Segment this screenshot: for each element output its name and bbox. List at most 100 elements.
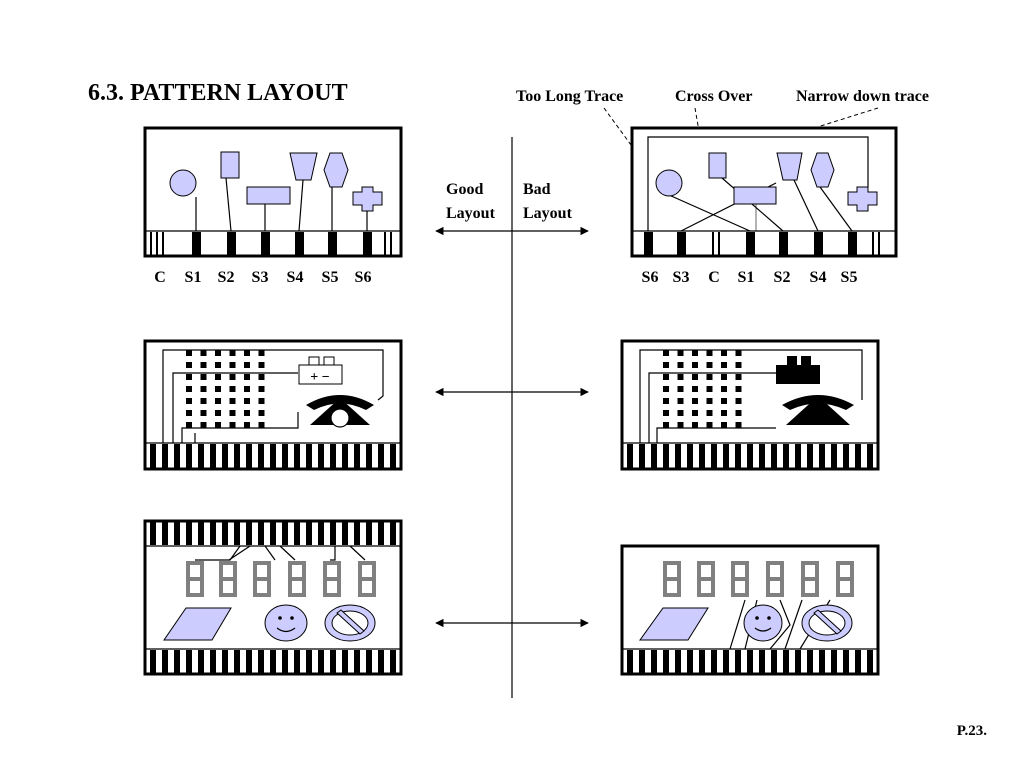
- digit-segment: [323, 561, 341, 565]
- pin-bar: [306, 650, 312, 673]
- smiley-icon: [264, 604, 308, 642]
- digit-segment: [697, 593, 715, 597]
- connector-strip-bottom: [150, 650, 396, 673]
- pin-bar: [644, 232, 653, 255]
- digit-segment: [677, 579, 681, 597]
- matrix-dot: [229, 410, 236, 416]
- pin-bar: [712, 232, 714, 255]
- pin-bar: [867, 650, 873, 673]
- pin-bar: [651, 444, 657, 468]
- matrix-dot: [229, 422, 236, 428]
- matrix-dot: [200, 374, 207, 380]
- pin-bar: [261, 232, 270, 255]
- digit-segment: [253, 593, 271, 597]
- digit-segment: [711, 579, 715, 597]
- matrix-dot: [735, 398, 742, 404]
- pin-bar: [354, 522, 360, 545]
- matrix-dot: [663, 386, 669, 392]
- digit-segment: [697, 561, 715, 565]
- pin-bar: [150, 650, 156, 673]
- digit-segment: [836, 593, 854, 597]
- digit-segment: [288, 577, 306, 581]
- digit-segment: [663, 577, 681, 581]
- callout-arrow-too-long: [603, 107, 643, 161]
- pin-bar: [282, 522, 288, 545]
- pin-bar: [162, 522, 168, 545]
- matrix-dot: [677, 398, 684, 404]
- pin-bar: [735, 444, 741, 468]
- center-divider: Good Layout Bad Layout: [435, 137, 589, 698]
- matrix-dot: [692, 350, 698, 356]
- pin-bar: [747, 650, 753, 673]
- pin-bar: [174, 522, 180, 545]
- matrix-dot: [706, 398, 713, 404]
- matrix-dot: [258, 398, 265, 404]
- digit-segment: [219, 561, 223, 579]
- digit-segment: [766, 579, 770, 597]
- matrix-dot: [692, 422, 698, 428]
- matrix-dot: [244, 386, 250, 392]
- pin-bar: [867, 444, 873, 468]
- pin-bar: [318, 522, 324, 545]
- pin-bar: [675, 650, 681, 673]
- pin-bar: [342, 650, 348, 673]
- pin-bar: [234, 522, 240, 545]
- matrix-dot: [258, 350, 265, 356]
- pin-bar: [779, 232, 788, 255]
- pin-bar: [366, 650, 372, 673]
- pin-bar: [198, 650, 204, 673]
- matrix-dot: [200, 350, 207, 356]
- pin-bar: [318, 650, 324, 673]
- pin-bar: [872, 232, 874, 255]
- digit-segment: [186, 561, 204, 565]
- digit-segment: [745, 579, 749, 597]
- digit-segment: [219, 593, 237, 597]
- digit-segment: [815, 579, 819, 597]
- pin-bar: [843, 444, 849, 468]
- cross-segment: [847, 186, 878, 212]
- pin-bar: [855, 650, 861, 673]
- matrix-dot: [200, 386, 207, 392]
- digit-segment: [731, 577, 749, 581]
- pin-bar: [687, 650, 693, 673]
- pin-bar: [222, 650, 228, 673]
- matrix-dot: [692, 398, 698, 404]
- pin-bar: [318, 444, 324, 468]
- matrix-dot: [721, 422, 727, 428]
- pin-label-c: C: [708, 269, 720, 286]
- matrix-dot: [244, 350, 250, 356]
- pin-bar: [156, 232, 158, 255]
- panel-bad-dotmatrix: [620, 339, 880, 471]
- matrix-dot: [186, 386, 192, 392]
- matrix-dot: [200, 410, 207, 416]
- battery-icon: + −: [298, 356, 343, 385]
- digit-segment: [253, 561, 271, 565]
- matrix-dot: [706, 386, 713, 392]
- pin-bar: [227, 232, 236, 255]
- battery-symbol: + −: [310, 370, 329, 385]
- matrix-dot: [258, 410, 265, 416]
- pin-bar: [807, 444, 813, 468]
- matrix-dot: [735, 350, 742, 356]
- digit-segment: [253, 579, 257, 597]
- digit-segment: [323, 577, 341, 581]
- digit-segment: [186, 577, 204, 581]
- pin-bar: [795, 650, 801, 673]
- matrix-dot: [186, 350, 192, 356]
- matrix-dot: [706, 410, 713, 416]
- page-title: 6.3. PATTERN LAYOUT: [88, 80, 348, 106]
- pin-bar: [330, 650, 336, 673]
- pin-bar: [150, 444, 156, 468]
- pin-bar: [819, 650, 825, 673]
- pin-bar: [270, 522, 276, 545]
- digit-segment: [288, 593, 306, 597]
- matrix-dot: [677, 386, 684, 392]
- digit-segment: [219, 561, 237, 565]
- pin-bar: [210, 522, 216, 545]
- pin-bar: [711, 650, 717, 673]
- digit-segment: [663, 579, 667, 597]
- pin-label-s1: S1: [738, 269, 755, 286]
- trapezoid-segment: [776, 152, 803, 181]
- pin-bar: [390, 444, 396, 468]
